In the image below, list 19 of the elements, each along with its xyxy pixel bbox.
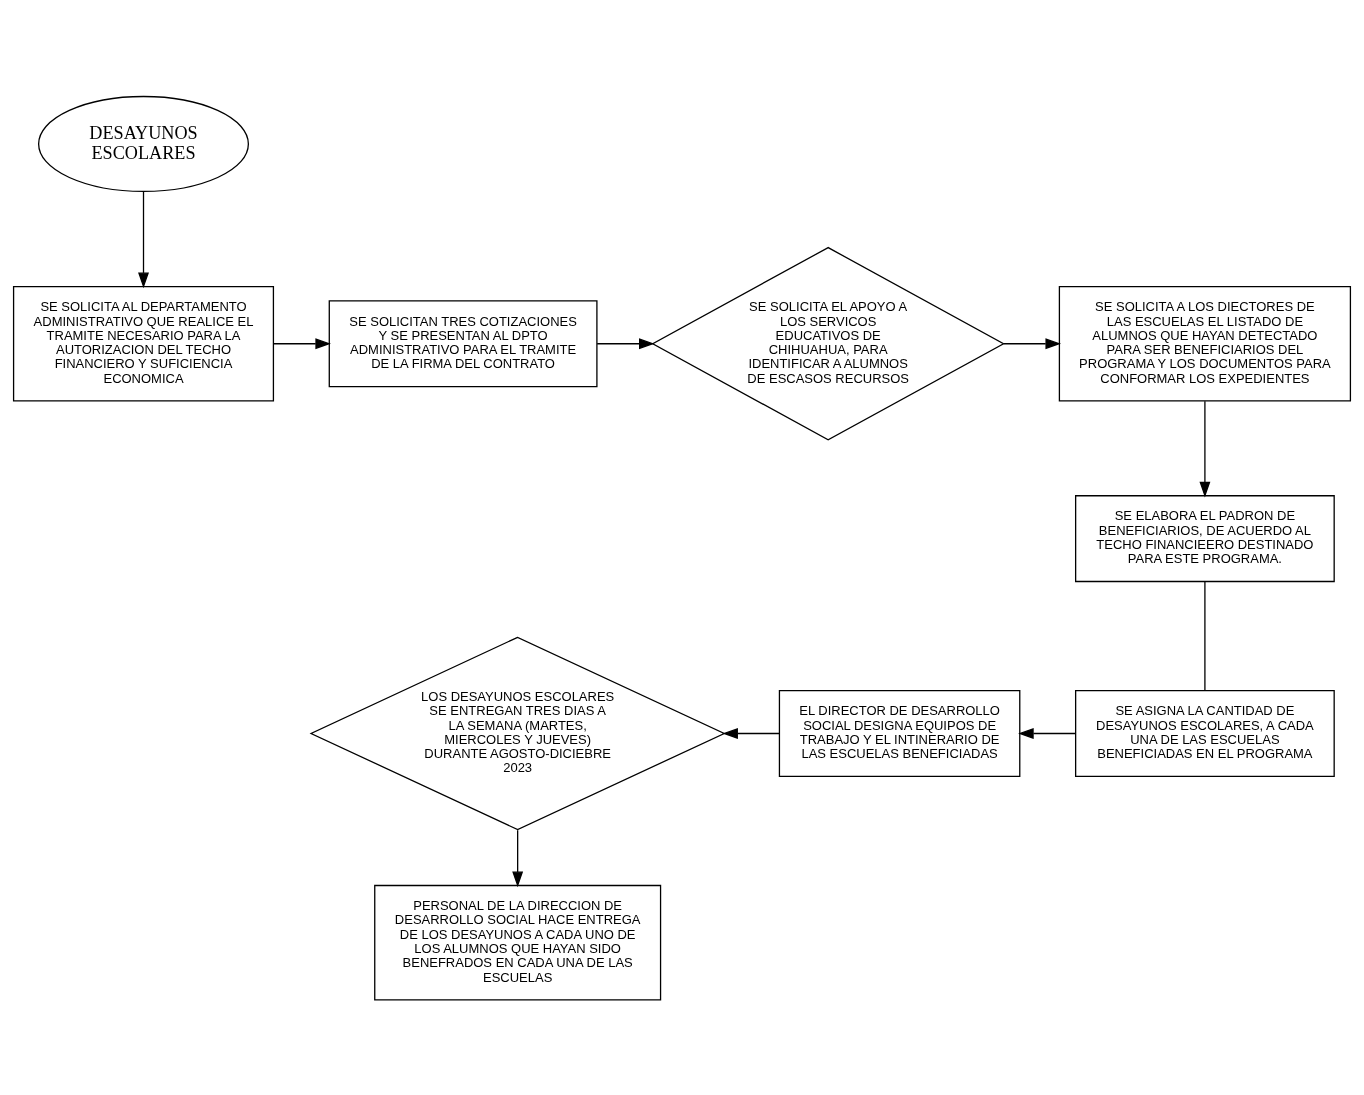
node-box: SE ELABORA EL PADRON DE BENEFICIARIOS, DE ACUERDO AL TECHO FINANCIEERO DESTINADO PARA ESTE PROGRAMA. [1075, 494, 1335, 582]
connector [1204, 580, 1206, 691]
node-box: SE SOLICITA A LOS DIECTORES DE LAS ESCUELAS EL LISTADO DE ALUMNOS QUE HAYAN DETECTADO PARA SER BENEFICIARIOS DEL PROGRAMA Y LOS DOCUMENTOS PARA CONFORMAR LOS EXPEDIENTES [1058, 285, 1352, 402]
node-box: PERSONAL DE LA DIRECCION DE DESARROLLO SOCIAL HACE ENTREGA DE LOS DESAYUNOS A CADA UNO DE LOS ALUMNOS QUE HAYAN SIDO BENEFRADOS EN CADA UNA DE LAS ESCUELAS [374, 884, 662, 1000]
arrow [596, 337, 655, 349]
node-box: EL DIRECTOR DE DESARROLLO SOCIAL DESIGNA EQUIPOS DE TRABAJO Y EL INTINERARIO DE LAS ESCUELAS BENEFICIADAS [778, 689, 1021, 777]
node-diamond: LOS DESAYUNOS ESCOLARES SE ENTREGAN TRES DIAS A LA SEMANA (MARTES, MIERCOLES Y JUEVES) DURANTE AGOSTO-DICIEBRE 2023 [309, 636, 726, 830]
node-ellipse: DESAYUNOS ESCOLARES [38, 95, 249, 192]
arrow [1199, 400, 1211, 497]
node-diamond: SE SOLICITA EL APOYO A LOS SERVICOS EDUCATIVOS DE CHIHUAHUA, PARA IDENTIFICAR A ALUMNOS DE ESCASOS RECURSOS [651, 246, 1005, 441]
node-box: SE SOLICITA AL DEPARTAMENTO ADMINISTRATIVO QUE REALICE EL TRAMITE NECESARIO PARA LA AUTORIZACION DEL TECHO FINANCIERO Y SUFICIENCIA ECONOMICA [12, 285, 275, 402]
arrow [138, 190, 149, 288]
node-box: SE ASIGNA LA CANTIDAD DE DESAYUNOS ESCOLARES, A CADA UNA DE LAS ESCUELAS BENEFICIADAS EN EL PROGRAMA [1075, 689, 1335, 777]
arrow [722, 727, 781, 739]
arrow [512, 829, 524, 887]
arrow [1003, 337, 1062, 349]
arrow [1018, 727, 1076, 739]
arrow [273, 337, 331, 349]
node-box: SE SOLICITAN TRES COTIZACIONES Y SE PRESENTAN AL DPTO ADMINISTRATIVO PARA EL TRAMITE DE LA FIRMA DEL CONTRATO [328, 299, 598, 387]
